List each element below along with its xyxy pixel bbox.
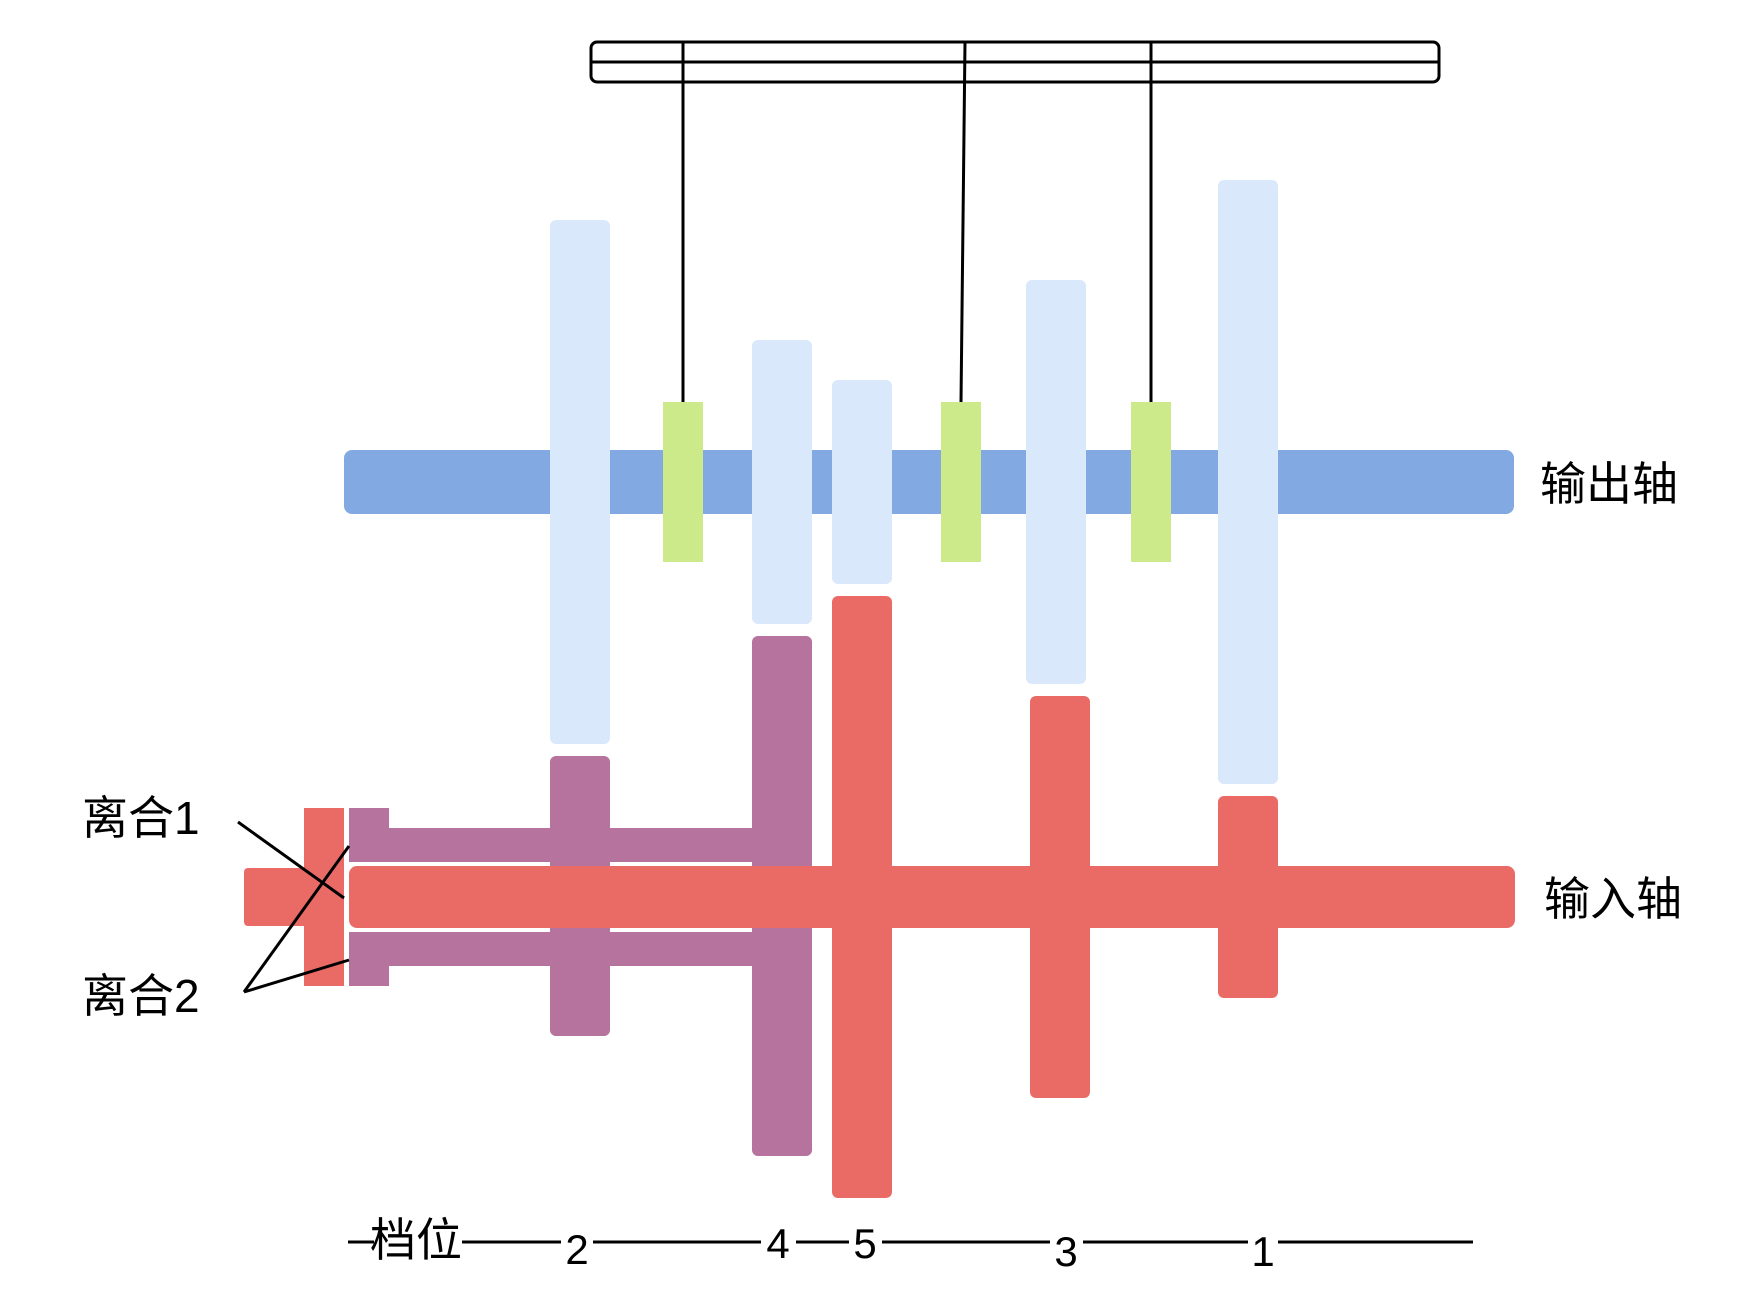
clutch-plate bbox=[304, 808, 344, 986]
driven-gear-1 bbox=[1218, 180, 1278, 784]
driven-gear-5 bbox=[832, 380, 892, 584]
shift-rail bbox=[589, 40, 1441, 84]
gear-number-3: 3 bbox=[1054, 1228, 1077, 1275]
input-shaft-label: 输入轴 bbox=[1544, 873, 1682, 925]
gear-number-1: 1 bbox=[1251, 1228, 1274, 1275]
output-shaft bbox=[344, 450, 1514, 514]
synchronizer-3 bbox=[1131, 402, 1171, 562]
driven-gear-3 bbox=[1026, 280, 1086, 684]
output-shaft-label: 输出轴 bbox=[1540, 458, 1678, 510]
gear-number-5: 5 bbox=[853, 1220, 876, 1267]
clutch2-label: 离合2 bbox=[82, 970, 200, 1022]
synchronizer-2 bbox=[941, 402, 981, 562]
input-shaft bbox=[349, 866, 1515, 928]
gear-number-4: 4 bbox=[766, 1220, 789, 1267]
clutch1-leader bbox=[237, 820, 345, 900]
drive-gear-5 bbox=[832, 596, 892, 1198]
clutch2-leader-b bbox=[243, 958, 350, 994]
drive-gear-3 bbox=[1030, 696, 1090, 1098]
synchronizer-1 bbox=[663, 402, 703, 562]
shift-fork-2 bbox=[959, 41, 967, 403]
gear-axis-label: 档位 bbox=[370, 1214, 462, 1266]
clutch1-label: 离合1 bbox=[82, 792, 200, 844]
drive-gear-1 bbox=[1218, 796, 1278, 998]
clutch2-leader-a bbox=[242, 845, 351, 993]
gear-number-2: 2 bbox=[565, 1226, 588, 1273]
hollow-shaft bbox=[349, 808, 812, 986]
driven-gear-4 bbox=[752, 340, 812, 624]
driven-gear-2 bbox=[550, 220, 610, 744]
